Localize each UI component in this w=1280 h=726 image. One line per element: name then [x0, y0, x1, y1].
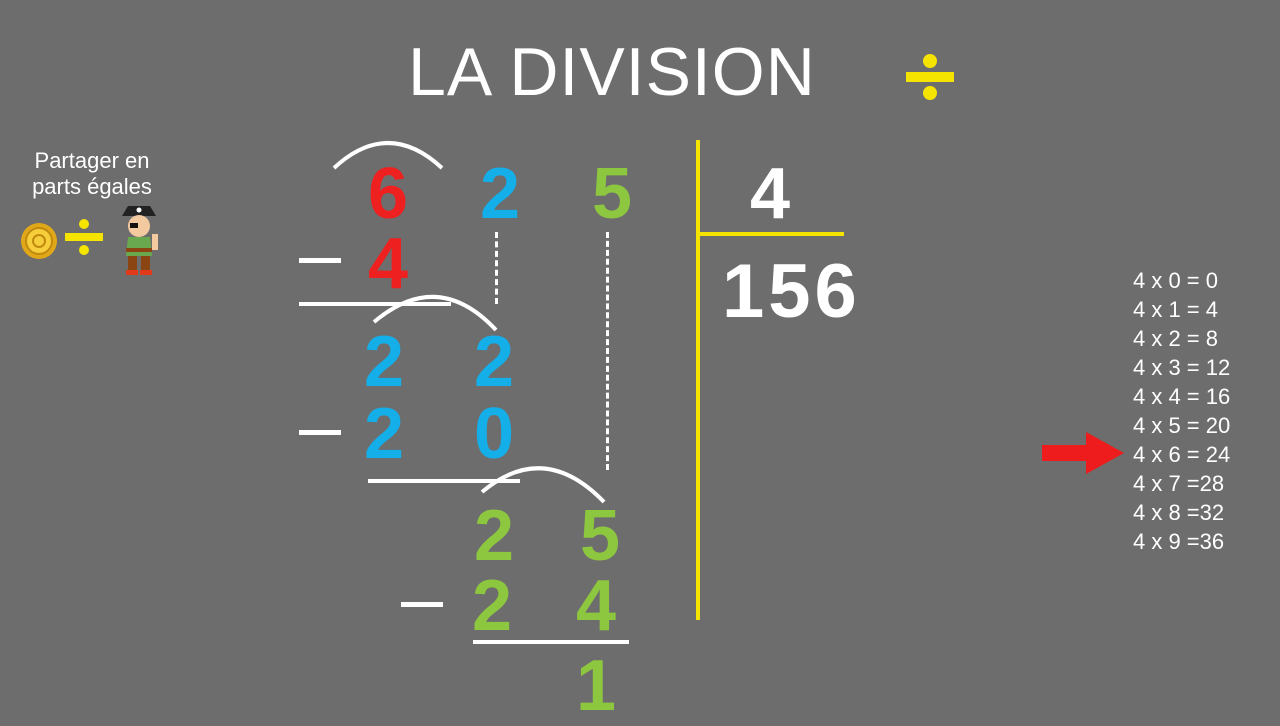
- subtract-digit: 4: [367, 224, 409, 304]
- subtraction-line: [473, 640, 629, 644]
- divisor: 4: [750, 154, 791, 234]
- subtraction-line: [299, 302, 451, 306]
- remainder-digit: 2: [473, 322, 515, 402]
- times-table-row: 4 x 1 = 4: [1133, 297, 1219, 322]
- times-table-row-highlighted: 4 x 6 = 24: [1133, 442, 1231, 467]
- times-table-row: 4 x 0 = 0: [1133, 268, 1219, 293]
- times-table-row: 4 x 4 = 16: [1133, 384, 1231, 409]
- drop-down-dashes: [606, 232, 609, 470]
- quotient: 156: [722, 249, 861, 334]
- division-bracket-vertical: [696, 140, 700, 620]
- subtraction-line: [368, 479, 520, 483]
- drop-down-dashes: [495, 232, 498, 304]
- subtract-digit: 2: [363, 394, 405, 474]
- gold-coin-icon: [20, 222, 58, 265]
- times-table-row: 4 x 5 = 20: [1133, 413, 1231, 438]
- minus-sign: [299, 258, 341, 263]
- page-title: LA DIVISION: [408, 34, 816, 110]
- remainder-digit: 2: [363, 322, 405, 402]
- dividend-digit-1: 6: [367, 154, 409, 234]
- subtract-digit: 2: [471, 566, 513, 646]
- pirate-icon: [116, 204, 162, 281]
- dividend-digit-2: 2: [479, 154, 521, 234]
- remainder-digit: 2: [473, 496, 515, 576]
- times-table-row: 4 x 2 = 8: [1133, 326, 1219, 351]
- dividend-digit-3: 5: [591, 154, 633, 234]
- times-table: 4 x 0 = 0 4 x 1 = 4 4 x 2 = 8 4 x 3 = 12…: [1133, 266, 1230, 556]
- red-arrow-icon: [1042, 432, 1124, 479]
- final-remainder: 1: [575, 646, 617, 726]
- times-table-row: 4 x 3 = 12: [1133, 355, 1231, 380]
- minus-sign: [299, 430, 341, 435]
- remainder-digit: 5: [579, 496, 621, 576]
- side-caption: Partager en parts égales: [32, 148, 152, 199]
- subtract-digit: 0: [473, 394, 515, 474]
- times-table-row: 4 x 8 =32: [1133, 500, 1225, 525]
- division-sign-icon: [904, 54, 956, 100]
- small-division-sign-icon: [64, 218, 104, 261]
- division-bracket-horizontal: [696, 232, 844, 236]
- times-table-row: 4 x 7 =28: [1133, 471, 1225, 496]
- minus-sign: [401, 602, 443, 607]
- subtract-digit: 4: [575, 566, 617, 646]
- times-table-row: 4 x 9 =36: [1133, 529, 1225, 554]
